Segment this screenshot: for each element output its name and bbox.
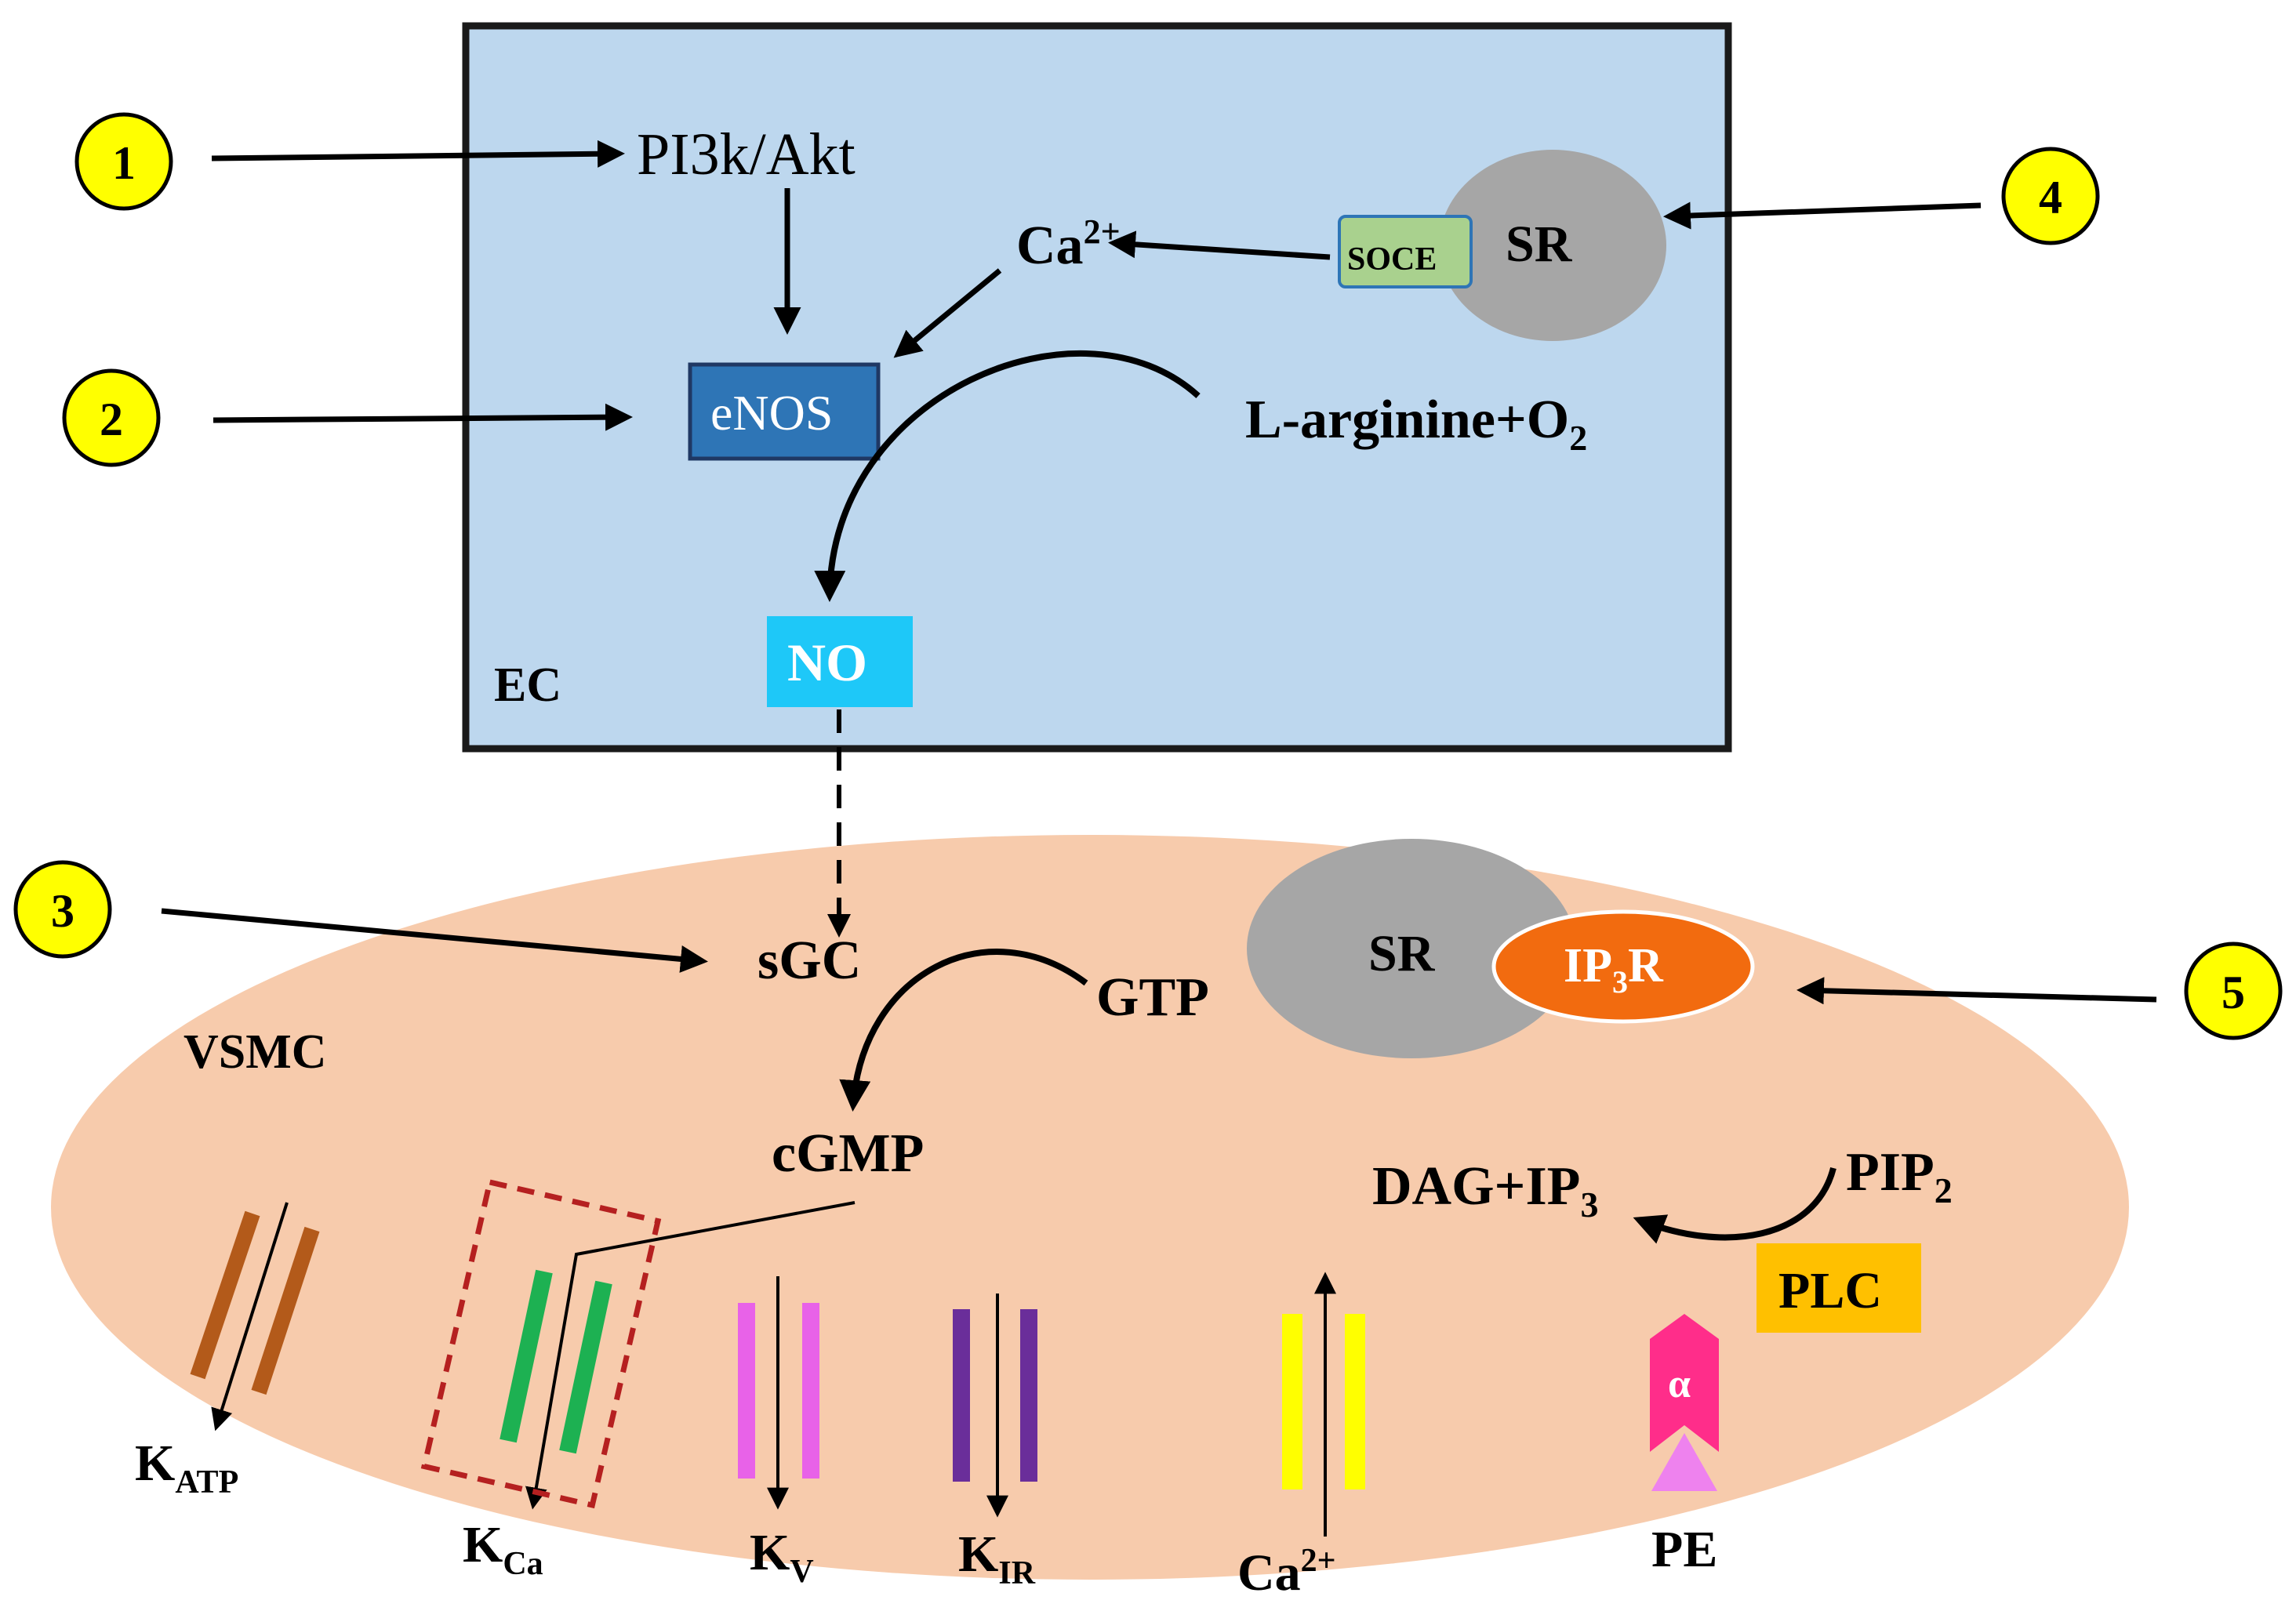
kca-subscript: Ca [503, 1546, 543, 1582]
arrow-calcium-to-enos [893, 268, 1002, 358]
kca-text: K [463, 1516, 503, 1573]
plc-label: PLC [1778, 1262, 1882, 1319]
marker-4: 4 [2001, 147, 2100, 245]
katp-flux-arrow [211, 1202, 289, 1431]
marker-5-circle [2184, 942, 2283, 1040]
alpha-receptor-shape [1650, 1314, 1719, 1452]
ca-channel-charge: 2+ [1301, 1543, 1336, 1579]
ip3r-text: IP [1564, 939, 1612, 992]
enos-label: eNOS [710, 385, 833, 441]
ca-channel-label: Ca2+ [1237, 1543, 1336, 1602]
katp-subscript: ATP [175, 1464, 238, 1500]
katp-channel [190, 1202, 320, 1431]
arrow-cgmp-to-kca [525, 1201, 856, 1510]
kca-label: KCa [463, 1516, 543, 1582]
pe-ligand-triangle [1651, 1433, 1717, 1491]
arrow-marker1-to-pi3k [211, 140, 625, 168]
soce-label: SOCE [1347, 241, 1437, 278]
marker-3: 3 [13, 860, 112, 959]
marker-3-number: 3 [51, 885, 74, 937]
marker-5-number: 5 [2222, 967, 2245, 1018]
pi3k-akt-label: PI3k/Akt [637, 122, 856, 187]
dag-ip3-label: DAG+IP3 [1372, 1156, 1598, 1225]
ec-calcium-text: Ca [1016, 216, 1084, 276]
kv-channel [738, 1276, 819, 1510]
dag-ip3-subscript: 3 [1580, 1185, 1598, 1225]
substrate-label: L-arginine+O2 [1245, 390, 1587, 458]
alpha1-adrenoceptor: α [1650, 1314, 1719, 1491]
no-box [767, 616, 913, 707]
ip3r-subscript: 3 [1612, 964, 1628, 1000]
katp-text: K [135, 1435, 175, 1492]
ip3r-receptor [1491, 909, 1755, 1024]
plc-box [1757, 1243, 1921, 1333]
enos-box [688, 362, 881, 461]
arrow-soce-to-calcium [1108, 230, 1331, 260]
marker-2-number: 2 [100, 394, 123, 445]
marker-5: 5 [2184, 942, 2283, 1040]
marker-3-circle [13, 860, 112, 959]
katp-label: KATP [135, 1435, 238, 1500]
gtp-label: GTP [1096, 967, 1209, 1028]
soce-channel [1338, 215, 1473, 288]
pe-label: PE [1651, 1521, 1717, 1578]
arrow-marker3-to-sgc [161, 908, 708, 973]
kv-subscript: V [790, 1554, 813, 1590]
kir-text: K [958, 1526, 998, 1583]
katp-bar-left [190, 1210, 260, 1380]
kv-text: K [750, 1524, 790, 1581]
kir-channel [953, 1294, 1037, 1518]
sgc-label: sGC [757, 931, 861, 991]
ec-calcium-label: Ca2+ [1016, 212, 1121, 276]
kv-label: KV [750, 1524, 814, 1590]
marker-2: 2 [62, 368, 161, 467]
kir-subscript: IR [998, 1555, 1035, 1591]
alpha-label: α [1668, 1362, 1691, 1406]
kca-highlight-box [420, 1178, 662, 1509]
no-label: NO [787, 633, 867, 692]
ca-channel-text: Ca [1237, 1544, 1301, 1602]
marker-1-number: 1 [112, 137, 136, 189]
arrow-marker4-to-sr [1663, 201, 1982, 230]
ip3r-tail: R [1628, 939, 1664, 992]
ec-sr-label: SR [1506, 216, 1573, 273]
pip2-text: PIP [1846, 1142, 1935, 1203]
marker-4-circle [2001, 147, 2100, 245]
ec-label: EC [494, 659, 561, 712]
kir-label: KIR [958, 1526, 1036, 1591]
endothelial-cell [462, 22, 1732, 753]
ec-sr [1439, 150, 1666, 341]
katp-bar-right [251, 1226, 320, 1395]
vsmc-label: VSMC [183, 1025, 327, 1079]
kca-bar-left [500, 1269, 553, 1443]
marker-1: 1 [74, 112, 173, 211]
cgmp-label: cGMP [772, 1123, 924, 1184]
substrate-subscript: 2 [1569, 418, 1587, 458]
calcium-channel [1282, 1272, 1365, 1537]
marker-1-circle [74, 112, 173, 211]
vsmc-sr [1247, 839, 1576, 1058]
kca-bar-right [559, 1280, 612, 1454]
arrow-pip2-to-dag [1633, 1167, 1836, 1244]
arrow-arginine-to-no [814, 350, 1201, 602]
kca-channel [500, 1269, 612, 1454]
marker-4-number: 4 [2039, 172, 2062, 223]
pip2-subscript: 2 [1935, 1170, 1953, 1210]
vsmc-cell [51, 835, 2129, 1580]
substrate-text: L-arginine+O [1245, 390, 1569, 450]
ip3r-label: IP3R [1564, 939, 1664, 1000]
vsmc-sr-label: SR [1368, 925, 1436, 982]
pip2-label: PIP2 [1846, 1142, 1953, 1210]
marker-2-circle [62, 368, 161, 467]
arrow-gtp-to-cgmp [839, 949, 1088, 1112]
arrow-marker5-to-ip3r [1796, 977, 2157, 1005]
dag-ip3-text: DAG+IP [1372, 1156, 1580, 1217]
arrow-marker2-to-enos [213, 403, 633, 431]
